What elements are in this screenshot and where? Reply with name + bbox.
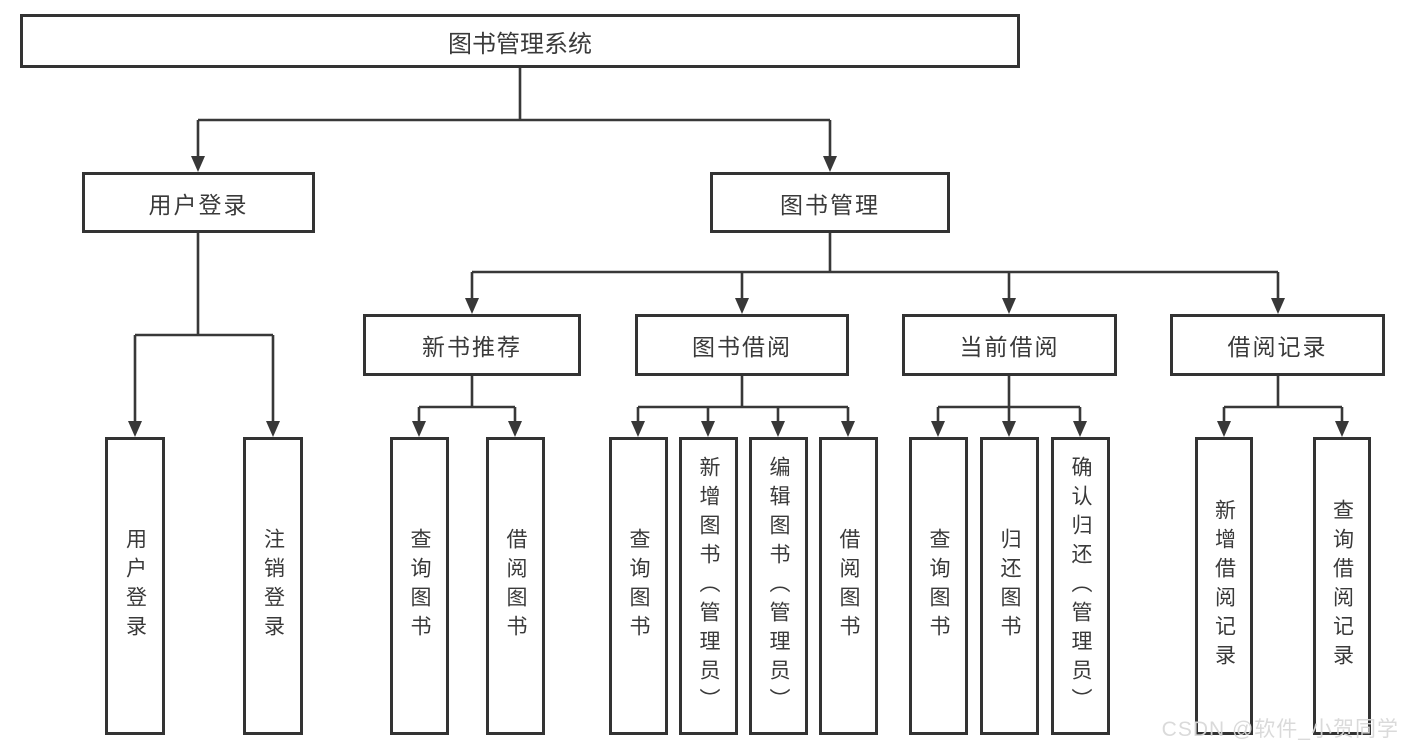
node-library-management-system: 图书管理系统 <box>20 14 1020 68</box>
leaf-query-books-current: 查询图书 <box>909 437 968 735</box>
leaf-edit-books-admin: 编辑图书（管理员） <box>749 437 808 735</box>
node-label: 编辑图书（管理员） <box>767 455 790 717</box>
leaf-borrow-books: 借阅图书 <box>819 437 878 735</box>
leaf-query-books-recommend: 查询图书 <box>390 437 449 735</box>
node-label: 图书借阅 <box>692 334 792 360</box>
node-book-borrowing: 图书借阅 <box>635 314 849 376</box>
node-label: 查询图书 <box>927 528 950 644</box>
node-label: 用户登录 <box>123 528 147 644</box>
node-label: 新书推荐 <box>422 334 522 360</box>
leaf-borrow-books-recommend: 借阅图书 <box>486 437 545 735</box>
node-label: 查询借阅记录 <box>1330 499 1354 673</box>
node-label: 借阅记录 <box>1227 334 1328 360</box>
leaf-user-login: 用户登录 <box>105 437 165 735</box>
node-label: 当前借阅 <box>959 334 1060 360</box>
node-book-management: 图书管理 <box>710 172 950 233</box>
leaf-query-books-borrowing: 查询图书 <box>609 437 668 735</box>
node-label: 用户登录 <box>148 191 249 218</box>
node-label: 图书管理 <box>780 191 880 218</box>
node-borrowing-records: 借阅记录 <box>1170 314 1385 376</box>
node-label: 借阅图书 <box>504 528 527 644</box>
node-user-login: 用户登录 <box>82 172 315 233</box>
node-label: 查询图书 <box>408 528 431 644</box>
node-label: 归还图书 <box>998 528 1021 644</box>
leaf-query-borrow-record: 查询借阅记录 <box>1313 437 1371 735</box>
leaf-add-borrow-record: 新增借阅记录 <box>1195 437 1253 735</box>
node-label: 图书管理系统 <box>448 30 592 58</box>
node-label: 确认归还（管理员） <box>1069 455 1092 717</box>
csdn-watermark: CSDN @软件_小贺同学 <box>1161 718 1399 741</box>
node-label: 借阅图书 <box>837 528 860 644</box>
node-label: 新增图书（管理员） <box>697 455 720 717</box>
node-new-book-recommendation: 新书推荐 <box>363 314 581 376</box>
leaf-confirm-return-admin: 确认归还（管理员） <box>1051 437 1110 735</box>
node-label: 查询图书 <box>627 528 650 644</box>
leaf-return-books: 归还图书 <box>980 437 1039 735</box>
leaf-add-books-admin: 新增图书（管理员） <box>679 437 738 735</box>
node-label: 新增借阅记录 <box>1212 499 1236 673</box>
node-current-borrowing: 当前借阅 <box>902 314 1117 376</box>
node-label: 注销登录 <box>261 528 285 644</box>
leaf-logout: 注销登录 <box>243 437 303 735</box>
